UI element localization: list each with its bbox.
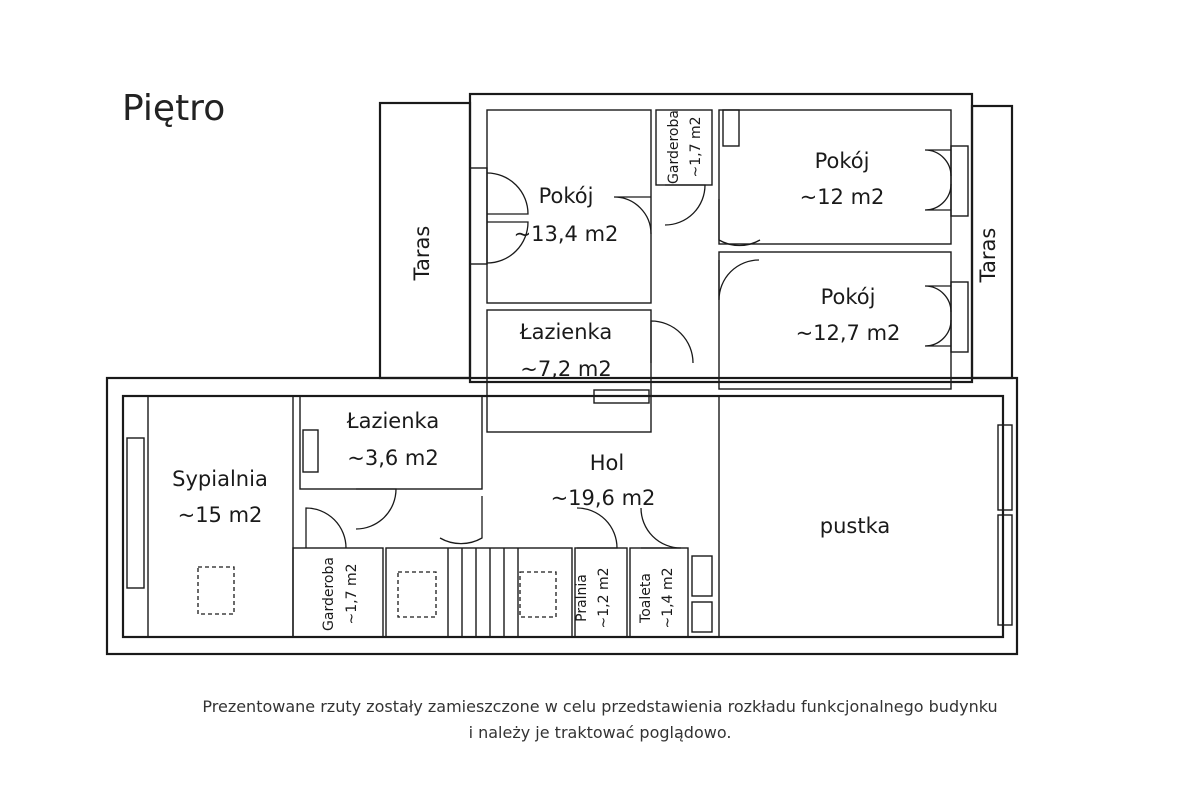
- pokoj-1-area: ~13,4 m2: [514, 222, 619, 246]
- skylight-stairs-right: [519, 571, 557, 618]
- pralnia-name: Pralnia: [574, 574, 590, 622]
- lazienka-1-room: [486, 309, 652, 433]
- sypialnia-area: ~15 m2: [178, 503, 263, 527]
- window-pokoj-1: [469, 167, 488, 265]
- cabinet-bottom-2: [691, 601, 713, 633]
- hol-name: Hol: [590, 451, 624, 475]
- disclaimer-line-1: Prezentowane rzuty zostały zamieszczone …: [202, 697, 998, 716]
- windows: [126, 145, 1013, 626]
- lazienka-2-area: ~3,6 m2: [347, 446, 439, 470]
- skylight-sypialnia: [197, 566, 235, 615]
- doors: [305, 149, 952, 549]
- pustka-name: pustka: [820, 514, 890, 538]
- pustka-room: [718, 395, 1004, 638]
- page-title: Piętro: [122, 88, 226, 129]
- garderoba-bottom-room: [292, 547, 384, 638]
- skylight-stairs-left: [397, 571, 437, 618]
- garderoba-top-area: ~1,7 m2: [688, 117, 704, 178]
- pokoj-2-name: Pokój: [815, 149, 870, 173]
- toaleta-area: ~1,4 m2: [660, 568, 676, 629]
- lazienka-1-name: Łazienka: [519, 320, 612, 344]
- cabinet-top: [722, 109, 740, 147]
- window-pokoj-2: [950, 145, 969, 217]
- pokoj-1-name: Pokój: [539, 184, 594, 208]
- stairs: [447, 548, 519, 637]
- pokoj-2-area: ~12 m2: [800, 185, 885, 209]
- fixture-lazienka-1: [593, 389, 650, 404]
- garderoba-bottom-name: Garderoba: [321, 557, 337, 631]
- toaleta-name: Toaleta: [638, 573, 654, 624]
- stairs-area: [385, 547, 573, 638]
- pralnia-area: ~1,2 m2: [596, 568, 612, 629]
- cabinet-bottom-1: [691, 555, 713, 597]
- pokoj-3-area: ~12,7 m2: [796, 321, 901, 345]
- lazienka-1-area: ~7,2 m2: [520, 357, 612, 381]
- taras-right-name: Taras: [976, 228, 1000, 284]
- lower-outer-wall: [105, 376, 1019, 656]
- pokoj-2-room: [718, 109, 952, 245]
- sypialnia-name: Sypialnia: [172, 467, 268, 491]
- window-sypialnia: [126, 437, 145, 589]
- taras-right: [970, 104, 1014, 380]
- fixture-lazienka-2: [302, 429, 319, 473]
- hol-area: ~19,6 m2: [551, 486, 656, 510]
- pokoj-3-name: Pokój: [821, 285, 876, 309]
- garderoba-bottom-area: ~1,7 m2: [344, 564, 360, 625]
- garderoba-top-name: Garderoba: [666, 110, 682, 184]
- taras-left-name: Taras: [410, 226, 434, 282]
- window-pustka-2: [997, 514, 1013, 626]
- disclaimer-line-2: i należy je traktować poglądowo.: [468, 723, 732, 742]
- window-pustka-1: [997, 424, 1013, 511]
- lazienka-2-name: Łazienka: [346, 409, 439, 433]
- sypialnia-room: [147, 395, 294, 638]
- window-pokoj-3: [950, 281, 969, 353]
